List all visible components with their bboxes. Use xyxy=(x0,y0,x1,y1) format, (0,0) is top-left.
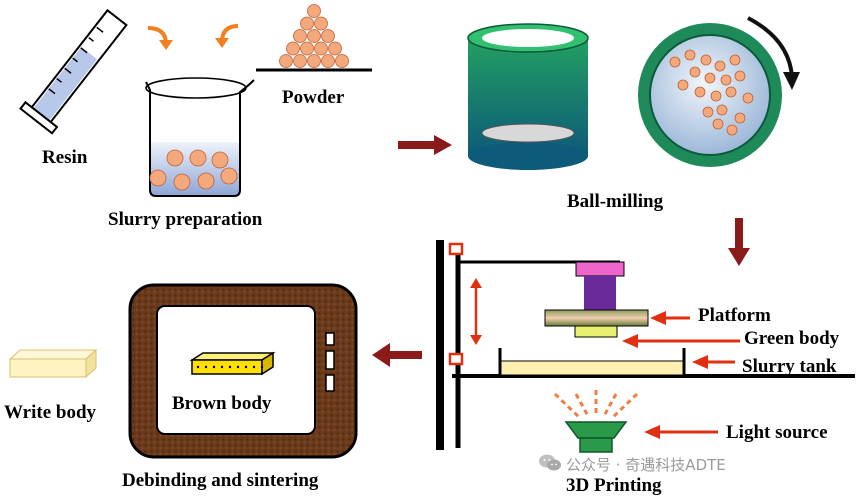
label-platform: Platform xyxy=(698,305,771,326)
powder-particle xyxy=(328,41,342,56)
part-dot xyxy=(204,365,208,369)
ball-mill-jar xyxy=(467,23,589,170)
part-dot xyxy=(260,365,264,369)
label-3d-printing: 3D Printing xyxy=(566,475,662,496)
watermark-text: 公众号 · 奇遇科技ADTE xyxy=(566,456,726,474)
powder-particle xyxy=(286,41,300,56)
part-dot xyxy=(196,365,200,369)
ball-mill-drum xyxy=(638,16,800,167)
powder-particle xyxy=(314,16,328,31)
label-green-body: Green body xyxy=(744,328,840,349)
part-dot xyxy=(228,365,232,369)
slurry-particle xyxy=(220,167,238,185)
part-dot xyxy=(252,365,256,369)
graduated-cylinder xyxy=(19,8,128,135)
flow-arrow-1 xyxy=(398,135,452,155)
label-powder: Powder xyxy=(282,87,345,108)
milling-ball xyxy=(694,86,706,98)
platform-assembly xyxy=(544,261,649,338)
wechat-icon xyxy=(539,454,561,471)
milling-ball xyxy=(677,79,689,91)
milling-ball xyxy=(684,49,696,61)
label-light-source: Light source xyxy=(726,422,828,443)
label-slurry-tank: Slurry tank xyxy=(742,356,837,377)
write-body-part xyxy=(8,348,98,379)
milling-ball xyxy=(689,66,701,78)
milling-ball xyxy=(702,106,714,118)
powder-particle xyxy=(321,29,335,43)
label-brown-body: Brown body xyxy=(172,393,272,414)
light-rays xyxy=(553,390,639,420)
light-source-lamp xyxy=(564,421,628,453)
powder-particle xyxy=(279,54,293,68)
milling-ball xyxy=(712,118,724,130)
powder-particle xyxy=(314,41,328,56)
milling-ball xyxy=(734,112,746,124)
printer-frame xyxy=(436,240,855,450)
milling-ball xyxy=(742,92,754,104)
slurry-particle xyxy=(149,169,167,187)
label-slurry-preparation: Slurry preparation xyxy=(108,209,263,230)
milling-ball xyxy=(725,86,737,98)
flow-arrow-2 xyxy=(728,218,750,266)
label-ball-milling: Ball-milling xyxy=(567,191,664,212)
milling-ball xyxy=(714,60,726,72)
powder-particle xyxy=(335,54,349,68)
slurry-particle xyxy=(211,151,229,169)
slurry-tank xyxy=(498,348,686,376)
milling-ball xyxy=(704,72,716,84)
milling-ball xyxy=(700,54,712,66)
powder-particle xyxy=(321,54,335,68)
powder-particle xyxy=(293,29,307,43)
milling-ball xyxy=(669,56,681,68)
milling-ball xyxy=(734,70,746,82)
powder-particle xyxy=(307,29,321,43)
milling-ball xyxy=(726,124,738,136)
pour-arrows xyxy=(147,24,239,50)
part-dot xyxy=(244,365,248,369)
powder-pile xyxy=(279,4,349,68)
powder-particle xyxy=(300,16,314,31)
flow-arrow-3 xyxy=(372,343,422,367)
powder-particle xyxy=(307,4,321,18)
powder-particle xyxy=(307,54,321,68)
beaker xyxy=(145,77,255,197)
powder-particle xyxy=(300,41,314,56)
part-dot xyxy=(212,365,216,369)
slurry-particle xyxy=(197,172,215,190)
slurry-particle xyxy=(166,149,184,167)
label-write-body: Write body xyxy=(4,402,97,423)
slurry-particle xyxy=(189,149,207,167)
part-dot xyxy=(220,365,224,369)
milling-ball xyxy=(710,90,722,102)
part-dot xyxy=(236,365,240,369)
brown-body-part xyxy=(189,351,276,376)
label-resin: Resin xyxy=(42,147,88,168)
label-debinding-sintering: Debinding and sintering xyxy=(122,470,319,491)
powder-particle xyxy=(293,54,307,68)
pointer-arrows xyxy=(622,311,740,439)
milling-ball xyxy=(729,54,741,66)
slurry-particle xyxy=(173,173,191,191)
milling-ball xyxy=(716,104,728,116)
milling-ball xyxy=(720,74,732,86)
